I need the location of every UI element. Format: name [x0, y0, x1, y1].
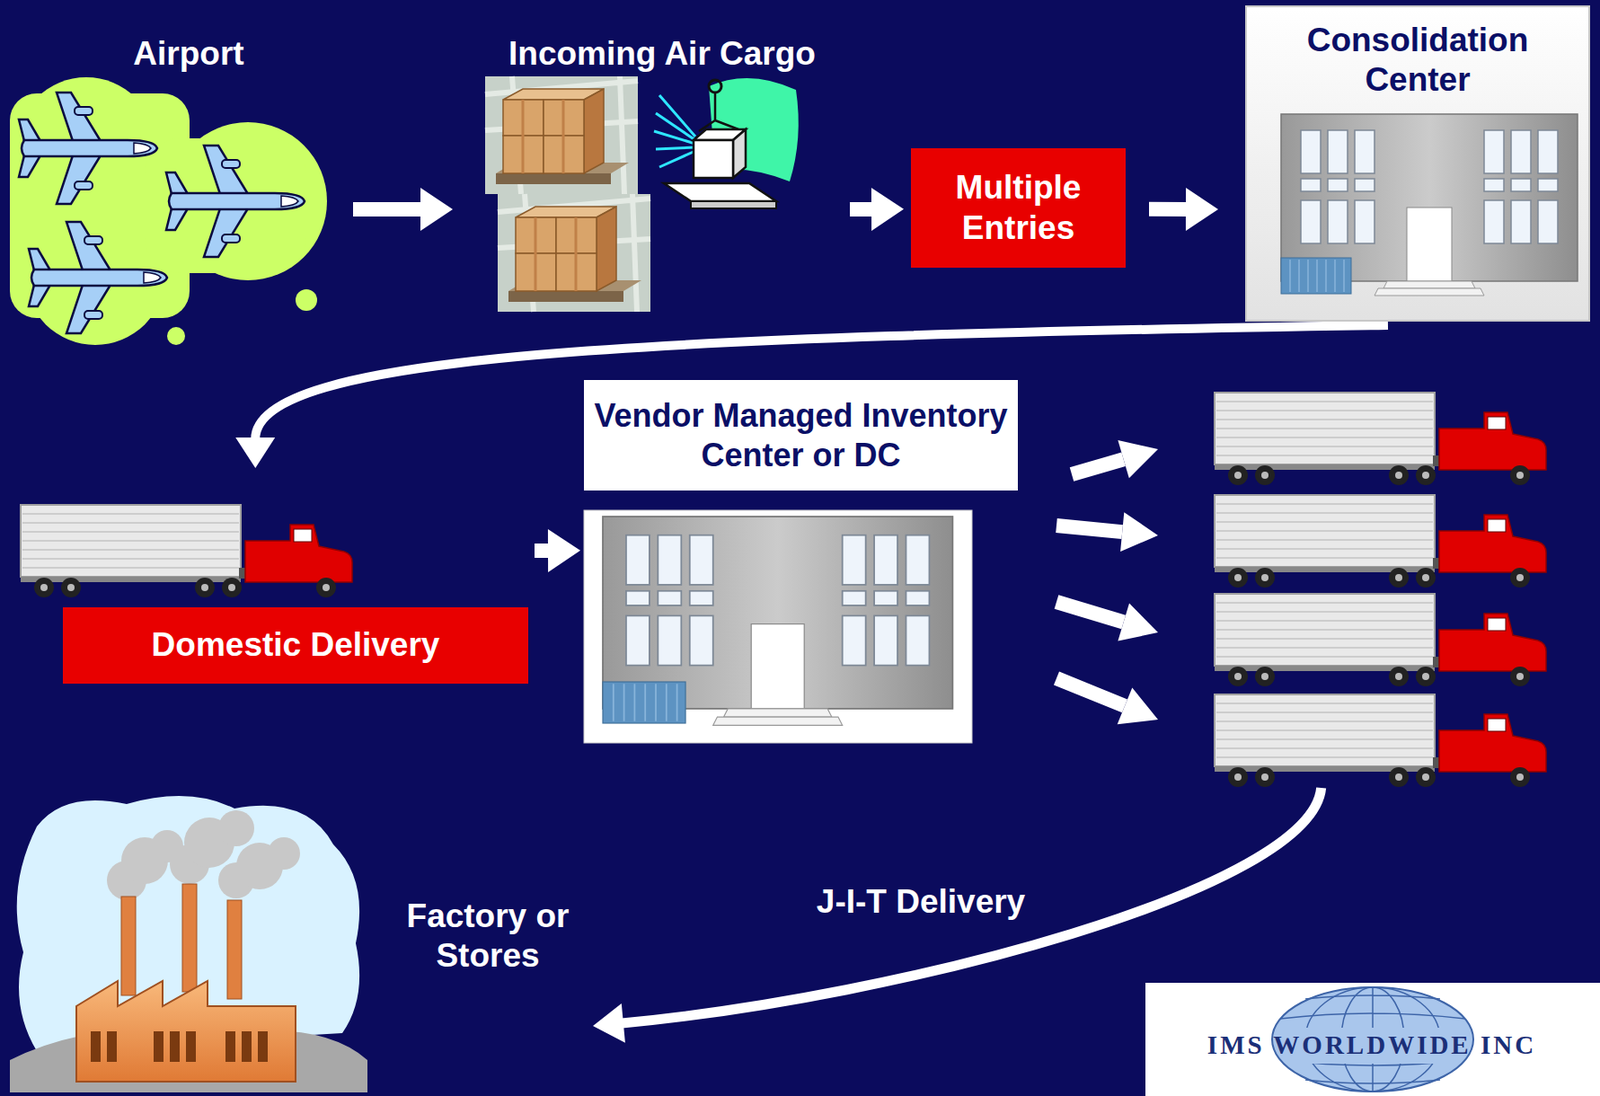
arrow-line [353, 202, 423, 217]
company-logo-part [1145, 982, 1600, 1096]
box-label: Domestic Delivery [151, 625, 441, 665]
delivery-group: Domestic Delivery [20, 471, 531, 680]
distribution-group: Vendor Managed Inventory Center or DC [583, 380, 1552, 787]
delivery-truck-part [20, 504, 353, 598]
label-holder: Incoming Air Cargo [479, 34, 845, 74]
node-title: Factory or Stores [388, 896, 588, 977]
factory-illustration-part-part [106, 1031, 117, 1062]
air-cargo-illustration-part [693, 140, 734, 178]
factory-illustration-part [227, 900, 242, 999]
airport-group: Airport [9, 30, 337, 347]
arrow-head [592, 1003, 626, 1044]
airport-illustration [9, 30, 337, 347]
arrow-head [871, 187, 904, 231]
airport-illustration-part [28, 221, 168, 334]
distribution-center-illustration-part [1214, 694, 1547, 787]
label-box: Domestic Delivery [62, 607, 529, 684]
arrow-head [1185, 187, 1219, 231]
panel-title: Consolidation Center [1246, 20, 1589, 101]
flow-arrow [1149, 187, 1219, 231]
node-title: Airport [98, 34, 279, 74]
arrow-line [849, 202, 874, 217]
arrow-head [548, 529, 581, 573]
label-holder: Airport [98, 34, 279, 74]
distribution-center-illustration-part-part [1056, 678, 1125, 707]
factory-illustration-part-part [225, 1031, 236, 1062]
consolidation-building-part [1281, 114, 1578, 296]
facility-panel: Consolidation Center [1245, 5, 1591, 322]
distribution-center-illustration-part-part [1117, 602, 1159, 641]
air-cargo-illustration-part [485, 76, 638, 195]
factory-illustration-part [90, 1031, 268, 1062]
label-holder: J-I-T Delivery [786, 882, 1056, 922]
distribution-center-illustration-part [1056, 440, 1159, 725]
air-cargo-illustration-part [733, 129, 746, 178]
arrow-line [1149, 202, 1188, 217]
box-label: Multiple Entries [910, 167, 1126, 248]
factory-illustration-part [106, 810, 301, 901]
distribution-center-illustration-part-part [1117, 440, 1159, 478]
factory-illustration-part-part [218, 810, 255, 847]
factory-illustration-part-part [185, 1031, 196, 1062]
company-name: IMS WORLDWIDE INC [1151, 1029, 1592, 1061]
airport-illustration-part [9, 77, 328, 345]
distribution-center-illustration-part [602, 516, 953, 725]
factory-group: Factory or Stores [9, 790, 588, 1093]
factory-illustration-part-part [90, 1031, 101, 1062]
arrow-head [235, 437, 275, 469]
airport-illustration-part [18, 92, 158, 204]
factory-illustration-part-part [153, 1031, 164, 1062]
edge-label: J-I-T Delivery [786, 882, 1056, 922]
distribution-center-illustration-part-part [1120, 512, 1159, 552]
factory-illustration-part-part [169, 1031, 180, 1062]
airport-illustration-part-part [295, 289, 318, 311]
flow-arrow [849, 187, 904, 231]
flow-arrow [534, 529, 581, 573]
box-label: Vendor Managed Inventory Center or DC [583, 396, 1018, 474]
arrow-head [420, 187, 453, 231]
flow-arrow [353, 187, 453, 231]
airport-illustration-part-part [144, 138, 307, 274]
air-cargo-illustration-part [708, 79, 722, 93]
process-box: Multiple Entries [910, 148, 1126, 268]
air-cargo-illustration-part [698, 92, 739, 132]
label-box: Vendor Managed Inventory Center or DC [583, 380, 1018, 491]
air-cargo-illustration-part [654, 95, 696, 168]
factory-illustration-part [76, 981, 296, 1082]
distribution-center-illustration-part-part [1071, 459, 1124, 475]
air-cargo-illustration-part [497, 194, 651, 312]
distribution-center-illustration-part [1214, 392, 1547, 486]
factory-illustration-part-part [267, 837, 301, 870]
factory-illustration-part-part [241, 1031, 252, 1062]
airport-illustration-part [166, 145, 305, 257]
node-title: Incoming Air Cargo [479, 34, 845, 74]
label-holder: IMS WORLDWIDE INC [1151, 1029, 1592, 1061]
factory-illustration-part-part [257, 1031, 268, 1062]
distribution-center-illustration-part [1214, 593, 1547, 687]
arrow-line [534, 543, 550, 558]
air-cargo-illustration-part [663, 183, 777, 202]
factory-illustration-part [9, 1027, 368, 1093]
distribution-center-illustration-part [583, 510, 973, 743]
distribution-center-illustration-part-part [1056, 525, 1123, 532]
air-cargo-illustration [479, 30, 845, 312]
distribution-center-illustration-part [1214, 495, 1547, 588]
label-holder: Consolidation Center [1246, 20, 1589, 101]
distribution-center-illustration-part-part [1056, 601, 1124, 623]
distribution-center-illustration-part-part [1117, 688, 1159, 725]
air-cargo-illustration-part [690, 201, 777, 209]
label-holder: Factory or Stores [388, 896, 588, 977]
airport-illustration-part-part [167, 327, 186, 345]
cargo-group: Incoming Air Cargo [479, 30, 845, 312]
factory-illustration-part [182, 883, 197, 992]
factory-illustration-part [121, 896, 136, 996]
